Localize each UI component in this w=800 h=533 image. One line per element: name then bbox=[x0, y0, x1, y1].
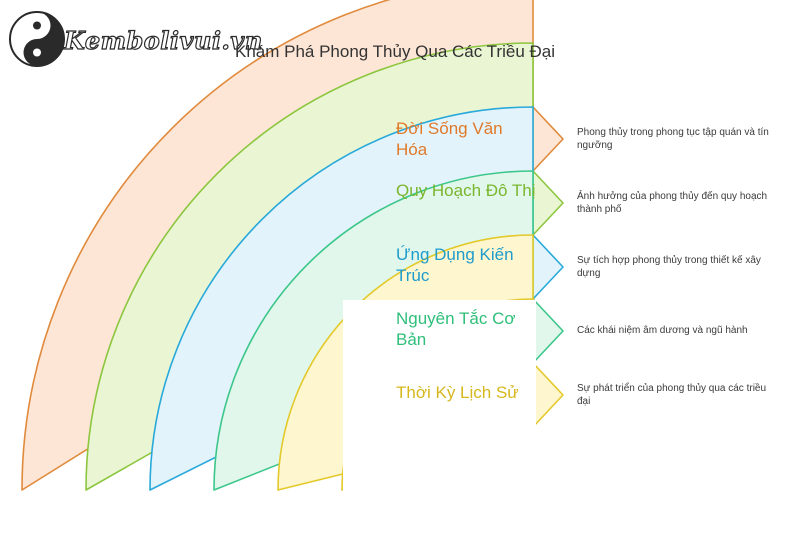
band-description-1: Phong thủy trong phong tục tập quán và t… bbox=[577, 127, 769, 151]
yin-yang-icon bbox=[9, 11, 65, 67]
band-description-5: Sự phát triển của phong thủy qua các tri… bbox=[577, 383, 767, 407]
diagram-title: Khám Phá Phong Thủy Qua Các Triều Đại bbox=[234, 42, 556, 61]
inner-mask bbox=[343, 300, 536, 495]
band-description-3: Sự tích hợp phong thủy trong thiết kế xâ… bbox=[577, 255, 761, 279]
logo-text: Kembolivui.vn bbox=[63, 25, 263, 55]
band-label-3: Ứng Dụng Kiến Trúc bbox=[396, 245, 514, 285]
band-label-4: Nguyên Tắc Cơ Bản bbox=[396, 309, 516, 349]
band-label-1: Đời Sống Văn Hóa bbox=[396, 119, 503, 159]
band-layer bbox=[21, 0, 564, 495]
band-description-2: Ảnh hưởng của phong thủy đến quy hoạch t… bbox=[577, 191, 768, 215]
site-logo[interactable]: Kembolivui.vn bbox=[8, 10, 268, 68]
band-description-4: Các khái niệm âm dương và ngũ hành bbox=[577, 325, 748, 336]
band-label-5: Thời Kỳ Lịch Sử bbox=[396, 383, 519, 402]
band-label-2: Quy Hoạch Đô Thị bbox=[396, 181, 536, 200]
